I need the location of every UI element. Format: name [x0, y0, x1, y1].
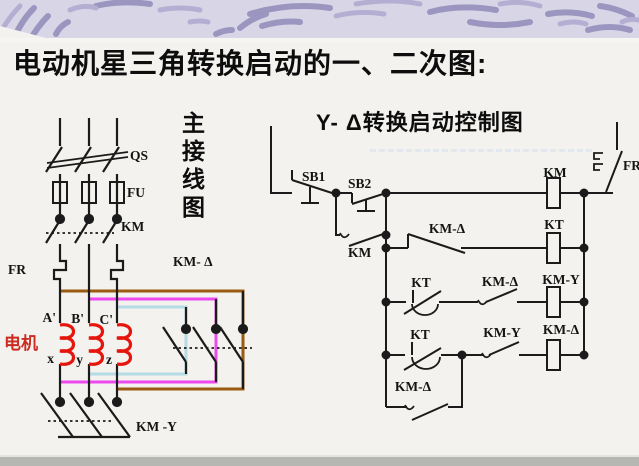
km-delta-coil-label: KM-Δ [543, 322, 580, 337]
row2-km-delta-label: KM-Δ [429, 221, 466, 236]
km-delta-label: KM- Δ [173, 254, 213, 269]
terminal-x-label: x [47, 351, 54, 366]
row3-km-delta-contact [439, 288, 518, 306]
km-main-contacts [45, 213, 123, 244]
row4-km-y-label: KM-Y [483, 325, 521, 340]
sb2-start-button [351, 192, 387, 212]
faint-watermark-line [370, 149, 592, 152]
terminal-z-label: z [106, 352, 112, 367]
row2-km-delta-nc-contact [386, 233, 466, 254]
row4-km-y-nc-contact [462, 341, 520, 359]
main-circuit [40, 118, 252, 439]
motor-windings [59, 323, 133, 366]
kt-coil [546, 232, 561, 264]
row3-kt-delay-contact [386, 290, 442, 316]
motor-label: 电机 [4, 333, 38, 353]
delta-connection-wires [60, 289, 245, 391]
row5-km-delta-label: KM-Δ [395, 379, 432, 394]
row3-kt-label: KT [411, 275, 431, 290]
phase-segments [58, 174, 119, 182]
km-coil-label: KM [543, 165, 567, 180]
row5-km-delta-aux-contact [386, 355, 463, 421]
control-left-feed [270, 126, 292, 194]
fr-heater [52, 244, 125, 323]
km-label: KM [121, 219, 145, 234]
fu-label: FU [127, 185, 145, 200]
control-diagram-title: Y- Δ转换启动控制图 [316, 110, 524, 135]
km-delta-contacts [162, 291, 252, 389]
header-edge [0, 38, 639, 42]
row4-kt-delay-contact [386, 342, 442, 371]
terminal-y-label: y [76, 352, 83, 367]
qs-label: QS [130, 148, 148, 163]
delta-wire-lightblue [89, 305, 188, 376]
sb1-stop-button [291, 170, 333, 204]
main-diagram-vertical-title: 主接线图 [182, 111, 205, 220]
circuit-layer: QS FU KM FR KM- Δ KM -Y A' B' C' x y z 电… [4, 118, 639, 439]
header-decoration [0, 0, 639, 42]
km-delta-coil [546, 339, 561, 371]
page-title: 电动机星三角转换启动的一、二次图: [13, 48, 488, 79]
qs-switch [45, 146, 129, 173]
fr-nc-contact [593, 122, 623, 193]
fr-contact-label: FR [623, 158, 639, 173]
delta-wire-magenta [60, 297, 218, 384]
delta-wire-brown [60, 289, 245, 391]
winding-bottom-stubs [58, 364, 119, 398]
page-bottom-edge [0, 455, 639, 466]
km-y-coil-label: KM-Y [542, 272, 580, 287]
km-aux-label: KM [348, 245, 372, 260]
terminal-c-label: C' [100, 312, 114, 327]
km-y-label: KM -Y [136, 419, 177, 434]
row4-kt-label: KT [410, 327, 430, 342]
km-y-coil [546, 286, 561, 318]
header-brush-strokes [0, 0, 639, 42]
header-notch [0, 26, 50, 39]
km-y-contacts [40, 392, 131, 439]
sb1-label: SB1 [302, 169, 326, 184]
km-coil [546, 177, 561, 209]
terminal-b-label: B' [71, 311, 84, 326]
phase-lines-top [58, 118, 119, 146]
fuse-group [52, 181, 125, 214]
fr-label: FR [8, 262, 26, 277]
row3-km-delta-label: KM-Δ [482, 274, 519, 289]
kt-coil-label: KT [544, 217, 564, 232]
control-circuit [270, 122, 623, 421]
sb2-label: SB2 [348, 176, 372, 191]
km-aux-contact [335, 193, 387, 247]
terminal-a-label: A' [43, 310, 57, 325]
